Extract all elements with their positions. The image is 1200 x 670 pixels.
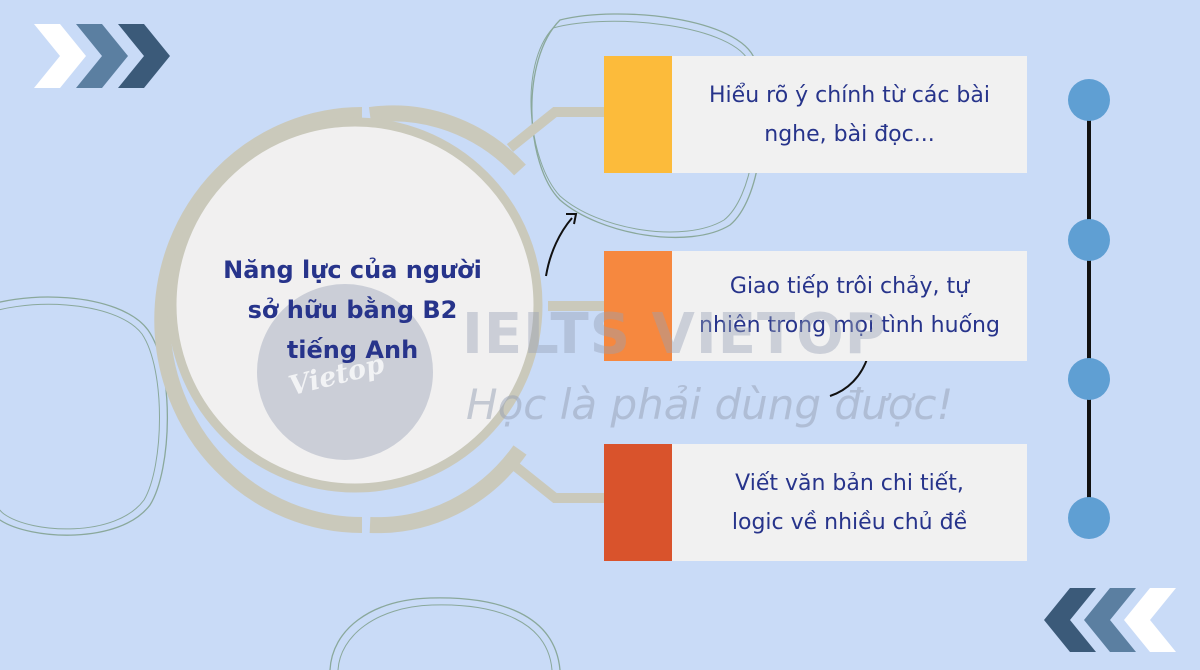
- skill-text: Giao tiếp trôi chảy, tự nhiên trong mọi …: [672, 251, 1027, 361]
- skill-text-line: Viết văn bản chi tiết,: [735, 470, 964, 496]
- center-title-line: sở hữu bằng B2: [247, 296, 458, 324]
- chevron-left-icon: [1044, 588, 1096, 652]
- decor-outline-blob-bottom-inner: [337, 604, 553, 670]
- center-circle: [167, 117, 543, 493]
- skill-box-listening-reading: Hiểu rõ ý chính từ các bài nghe, bài đọc…: [604, 56, 1027, 173]
- skill-text: Hiểu rõ ý chính từ các bài nghe, bài đọc…: [672, 56, 1027, 173]
- skill-text-line: logic về nhiều chủ đề: [731, 509, 968, 535]
- watermark-brand: IELTS VIETOP: [462, 302, 887, 367]
- skill-text-line: Giao tiếp trôi chảy, tự: [729, 274, 970, 299]
- skill-text-line: nghe, bài đọc...: [764, 121, 935, 147]
- connector-line-bottom: [506, 458, 604, 503]
- logo-watermark-circle: [257, 284, 433, 460]
- chevron-left-icon: [1084, 588, 1136, 652]
- curved-arrow-upper-head: [566, 213, 578, 225]
- decor-outline-blob-bottom: [329, 597, 561, 670]
- outer-ring-right-arc-bottom: [369, 445, 527, 534]
- skill-box-writing: Viết văn bản chi tiết, logic về nhiều ch…: [604, 444, 1027, 561]
- color-swatch: [604, 444, 672, 561]
- center-title-line: tiếng Anh: [286, 336, 419, 364]
- chevron-right-icon: [76, 24, 128, 88]
- chevron-right-icon: [118, 24, 170, 88]
- skill-box-speaking: Giao tiếp trôi chảy, tự nhiên trong mọi …: [604, 251, 1027, 361]
- decor-outline-blob-inner: [530, 20, 757, 233]
- chevron-right-icon: [34, 24, 86, 88]
- decor-outline-blob-left-inner: [0, 303, 160, 530]
- outer-ring-right-arc: [368, 105, 526, 176]
- timeline-dot: [1068, 79, 1110, 121]
- chevron-left-icon: [1124, 588, 1176, 652]
- timeline-dot: [1068, 497, 1110, 539]
- curved-arrow-upper: [545, 217, 573, 277]
- skill-text: Viết văn bản chi tiết, logic về nhiều ch…: [672, 444, 1027, 561]
- timeline-dot: [1068, 219, 1110, 261]
- decor-outline-blob-left: [0, 296, 169, 536]
- decor-outline-blob-top: [531, 13, 763, 239]
- skill-text-line: nhiên trong mọi tình huống: [699, 313, 1000, 338]
- color-swatch: [604, 56, 672, 173]
- timeline-dot: [1068, 358, 1110, 400]
- center-title-line: Năng lực của người: [223, 256, 482, 284]
- connector-line-top: [506, 107, 604, 152]
- color-swatch: [604, 251, 672, 361]
- center-title: Năng lực của người sở hữu bằng B2 tiếng …: [205, 250, 500, 370]
- watermark-slogan: Học là phải dùng được!: [466, 380, 954, 429]
- skill-text-line: Hiểu rõ ý chính từ các bài: [709, 82, 990, 108]
